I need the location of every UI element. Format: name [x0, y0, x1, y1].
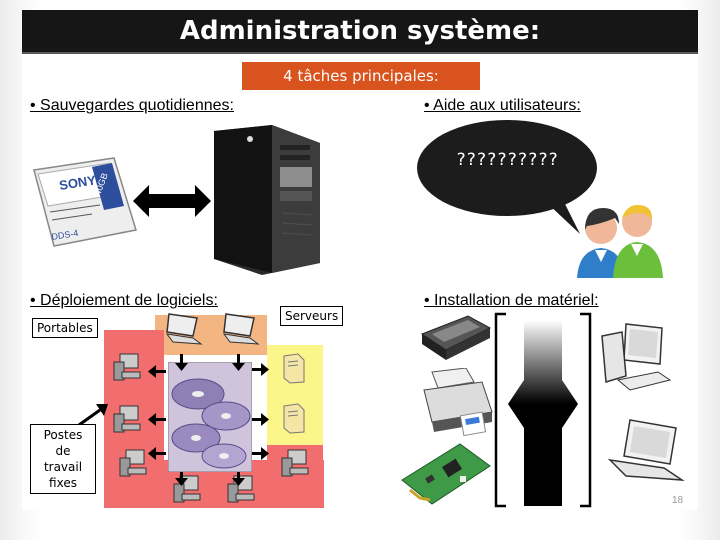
deployment-arrows — [100, 330, 330, 530]
desktops-tag: Postes de travail fixes — [30, 424, 96, 494]
tasks-banner: 4 tâches principales: — [242, 62, 480, 90]
software-heading: • Déploiement de logiciels: — [30, 292, 218, 310]
support-heading: • Aide aux utilisateurs: — [424, 97, 581, 115]
laptop-computer-icon — [606, 418, 686, 484]
speech-bubble-icon — [412, 118, 602, 236]
hardware-heading: • Installation de matériel: — [424, 292, 599, 310]
network-card-icon — [400, 440, 492, 510]
scanner-icon — [420, 310, 492, 362]
laptops-tag: Portables — [32, 318, 98, 338]
desktop-computer-icon — [600, 320, 680, 400]
printer-icon — [422, 368, 494, 440]
server-tower-icon — [200, 123, 325, 278]
installation-bracket — [488, 310, 598, 510]
speech-bubble-text: ?????????? — [432, 150, 582, 170]
title-bar: Administration système: — [22, 10, 698, 54]
slide-number: 18 — [672, 495, 683, 506]
tape-cartridge-icon: SONY 40GB DDS-4 — [30, 150, 140, 260]
backup-heading: • Sauvegardes quotidiennes: — [30, 97, 234, 115]
users-icon — [575, 200, 665, 280]
slide-title: Administration système: — [22, 16, 698, 46]
servers-tag: Serveurs — [280, 306, 343, 326]
